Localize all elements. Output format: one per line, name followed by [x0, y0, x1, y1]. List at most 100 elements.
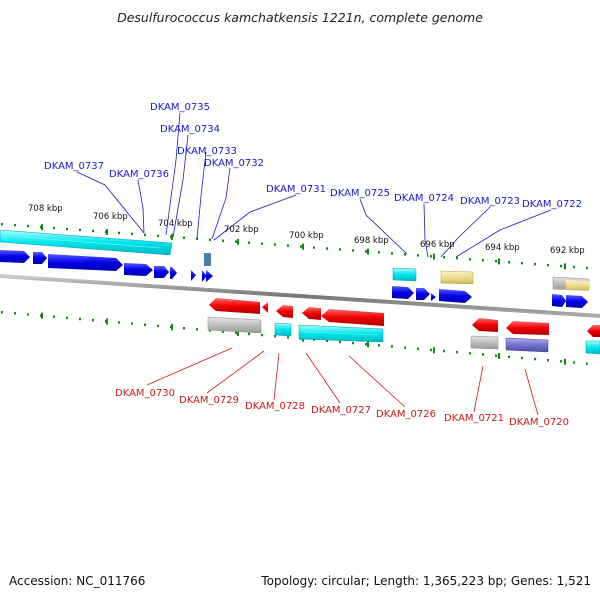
scale-dot	[521, 356, 523, 360]
scale-dot	[118, 231, 120, 235]
cds-yellow-feature[interactable]	[566, 280, 589, 291]
forward-gene-arrow[interactable]	[154, 266, 169, 278]
cds-purple-feature[interactable]	[505, 337, 549, 353]
gene-label[interactable]: DKAM_0722	[522, 199, 582, 210]
scale-dot	[248, 241, 250, 244]
gene-label[interactable]: DKAM_0727	[311, 405, 371, 416]
scale-major-tick	[41, 224, 43, 231]
forward-gene-arrow[interactable]	[191, 270, 196, 281]
scale-dot	[495, 260, 497, 263]
scale-dot	[378, 251, 380, 254]
gene-label[interactable]: DKAM_0737	[44, 161, 104, 172]
scale-dot	[222, 330, 224, 333]
reverse-gene-arrow[interactable]	[302, 307, 321, 320]
scale-dot	[261, 242, 263, 245]
cds-cyan-feature[interactable]	[274, 322, 292, 337]
reverse-leader-lines	[146, 347, 539, 416]
gene-label[interactable]: DKAM_0732	[204, 158, 264, 169]
gene-label[interactable]: DKAM_0729	[179, 395, 239, 406]
reverse-gene-arrow[interactable]	[506, 321, 549, 335]
scale-dot	[391, 252, 393, 255]
scale-dot	[183, 236, 185, 239]
forward-gene-arrow[interactable]	[48, 254, 123, 271]
gene-label[interactable]: DKAM_0723	[460, 196, 520, 207]
forward-gene-arrow[interactable]	[439, 289, 472, 303]
scale-dot	[27, 224, 29, 228]
gene-label[interactable]: DKAM_0730	[115, 388, 175, 399]
forward-cds-features	[0, 229, 590, 291]
reverse-gene-arrow[interactable]	[472, 318, 498, 332]
scale-dot	[235, 331, 237, 334]
forward-gene-arrow[interactable]	[416, 288, 430, 300]
scale-dot	[391, 345, 393, 348]
cds-steelblue-feature[interactable]	[204, 253, 211, 266]
gene-label[interactable]: DKAM_0721	[444, 413, 504, 424]
reverse-gene-arrow[interactable]	[276, 305, 293, 318]
cds-gray-feature[interactable]	[207, 316, 262, 334]
scale-dot	[300, 245, 302, 248]
scale-dot	[248, 332, 250, 336]
gene-label[interactable]: DKAM_0735	[150, 102, 210, 113]
scale-ticks	[41, 224, 566, 365]
scale-dot	[157, 324, 159, 328]
scale-dot	[209, 329, 211, 332]
scale-dot	[274, 335, 276, 338]
gene-label[interactable]: DKAM_0733	[177, 146, 237, 157]
forward-gene-arrow[interactable]	[566, 295, 588, 308]
scale-major-tick	[302, 243, 304, 250]
forward-gene-labels: DKAM_0735 DKAM_0734 DKAM_0733 DKAM_0732 …	[44, 102, 582, 210]
forward-gene-arrow[interactable]	[206, 270, 213, 282]
scale-major-tick	[498, 352, 500, 359]
reverse-gene-arrow[interactable]	[209, 298, 260, 314]
gene-label[interactable]: DKAM_0731	[266, 184, 326, 195]
scale-major-tick	[171, 324, 173, 331]
forward-gene-arrow[interactable]	[552, 294, 566, 307]
scale-dot	[144, 233, 146, 237]
cds-yellow-feature[interactable]	[440, 270, 474, 285]
forward-gene-arrow[interactable]	[431, 293, 436, 301]
gene-label[interactable]: DKAM_0736	[109, 169, 169, 180]
forward-genes	[0, 250, 588, 308]
forward-gene-arrow[interactable]	[0, 250, 30, 263]
cds-cyan-feature[interactable]	[0, 229, 173, 256]
scale-dot	[495, 354, 497, 357]
outer-scale-ring	[1, 222, 588, 270]
gene-label[interactable]: DKAM_0734	[160, 124, 220, 135]
scale-tick-labels: 708 kbp 706 kbp 704 kbp 702 kbp 700 kbp …	[28, 204, 585, 256]
forward-gene-arrow[interactable]	[202, 270, 207, 282]
cds-cyan-feature[interactable]	[585, 340, 600, 355]
scale-major-tick	[106, 229, 108, 236]
gene-label[interactable]: DKAM_0726	[376, 409, 436, 420]
gene-label[interactable]: DKAM_0725	[330, 188, 390, 199]
scale-major-tick	[41, 312, 43, 319]
scale-dot	[430, 348, 432, 352]
forward-gene-arrow[interactable]	[170, 267, 177, 279]
scale-dot	[547, 263, 549, 267]
scale-dot	[326, 247, 328, 250]
scale-dot	[417, 347, 419, 350]
scale-dot	[274, 243, 276, 246]
scale-tick-label: 696 kbp	[420, 240, 455, 250]
forward-gene-arrow[interactable]	[392, 286, 414, 299]
forward-gene-arrow[interactable]	[33, 252, 47, 264]
forward-gene-arrow[interactable]	[124, 263, 153, 276]
cds-cyan-feature[interactable]	[392, 267, 417, 282]
scale-dot	[313, 246, 315, 249]
reverse-gene-arrow[interactable]	[321, 309, 384, 326]
scale-tick-label: 694 kbp	[485, 243, 520, 253]
scale-dot	[508, 355, 510, 358]
scale-dot	[339, 248, 341, 251]
scale-dot	[430, 255, 432, 258]
scale-dot	[443, 256, 445, 259]
scale-dot	[1, 310, 3, 314]
gene-label[interactable]: DKAM_0724	[394, 193, 454, 204]
scale-dot	[131, 232, 133, 236]
scale-dot	[27, 313, 29, 316]
reverse-gene-arrow[interactable]	[587, 325, 600, 337]
gene-label[interactable]: DKAM_0720	[509, 417, 569, 428]
gene-label[interactable]: DKAM_0728	[245, 401, 305, 412]
scale-dot	[118, 321, 120, 324]
cds-gray-feature[interactable]	[470, 335, 499, 350]
reverse-gene-arrow[interactable]	[262, 302, 268, 313]
